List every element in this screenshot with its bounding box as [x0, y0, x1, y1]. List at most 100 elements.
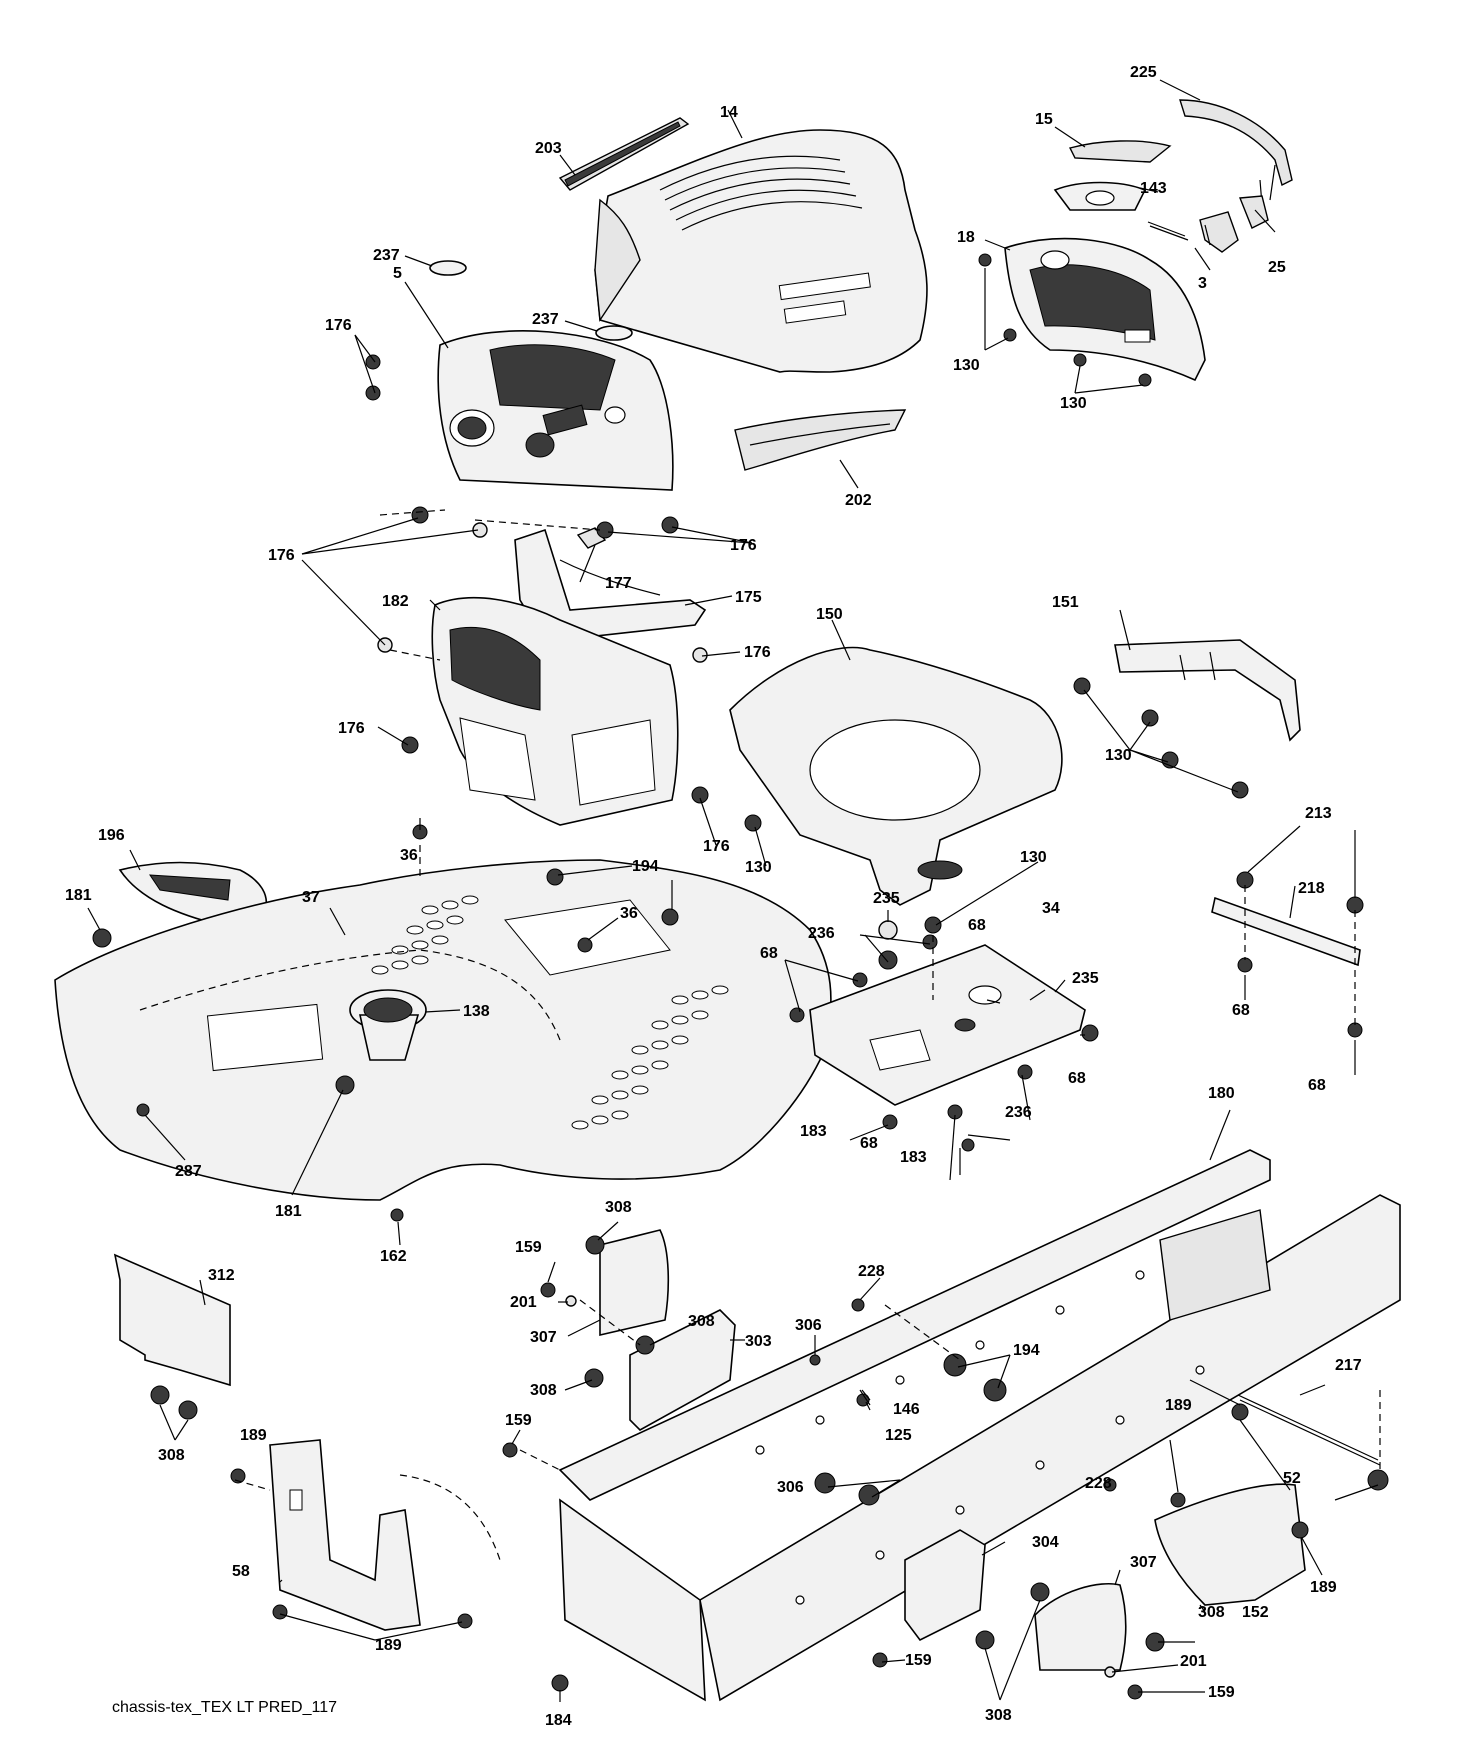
steering-boot-part [349, 989, 427, 1061]
label-225: 225 [1130, 64, 1157, 81]
label-138: 138 [463, 1003, 490, 1020]
label-58: 58 [232, 1563, 250, 1580]
label-217: 217 [1335, 1357, 1362, 1374]
label-213: 213 [1305, 805, 1332, 822]
label-180: 180 [1208, 1085, 1235, 1102]
label-236b: 236 [1005, 1104, 1032, 1121]
label-237a: 237 [373, 247, 400, 264]
label-189b: 189 [1165, 1397, 1192, 1414]
label-194b: 194 [1013, 1342, 1040, 1359]
label-176e: 176 [744, 644, 771, 661]
label-308d: 308 [158, 1447, 185, 1464]
grille-trim-part [1179, 99, 1293, 206]
bracket-307-part [599, 1229, 736, 1431]
label-218: 218 [1298, 880, 1325, 897]
label-183a: 183 [800, 1123, 827, 1140]
label-306a: 306 [795, 1317, 822, 1334]
label-308f: 308 [985, 1707, 1012, 1724]
label-203: 203 [535, 140, 562, 157]
label-34: 34 [1042, 900, 1060, 917]
main-frame-part [558, 1149, 1401, 1702]
vent-slots [371, 895, 729, 1130]
cap-237b-part [595, 325, 633, 341]
diagram-caption: chassis-tex_TEX LT PRED_117 [112, 1699, 337, 1716]
label-308b: 308 [688, 1313, 715, 1330]
lower-dash-part [431, 596, 679, 826]
dash-vent-part [734, 409, 907, 471]
spring-part [1147, 221, 1189, 241]
label-52: 52 [1283, 1470, 1301, 1487]
label-181a: 181 [65, 887, 92, 904]
label-130a: 130 [953, 357, 980, 374]
label-36b: 36 [620, 905, 638, 922]
label-68c: 68 [1232, 1002, 1250, 1019]
label-5: 5 [393, 265, 402, 282]
part-labels: 14 203 225 15 143 18 3 25 237 237 5 176 … [65, 64, 1362, 1729]
label-182: 182 [382, 593, 409, 610]
label-306b: 306 [777, 1479, 804, 1496]
rear-bracket-part [1114, 639, 1301, 742]
alignment-lines [234, 509, 1381, 1561]
label-159b: 159 [505, 1412, 532, 1429]
air-vent-part [558, 117, 690, 191]
label-184: 184 [545, 1712, 572, 1729]
label-189a: 189 [240, 1427, 267, 1444]
cap-237-part [429, 260, 467, 276]
label-159c: 159 [905, 1652, 932, 1669]
label-303: 303 [745, 1333, 772, 1350]
label-15: 15 [1035, 111, 1053, 128]
label-287: 287 [175, 1163, 202, 1180]
label-68e: 68 [1308, 1077, 1326, 1094]
label-125: 125 [885, 1427, 912, 1444]
label-201a: 201 [510, 1294, 537, 1311]
label-150: 150 [816, 606, 843, 623]
front-grille-part [1004, 237, 1206, 382]
label-312: 312 [208, 1267, 235, 1284]
label-68b: 68 [760, 945, 778, 962]
label-176c: 176 [268, 547, 295, 564]
label-25: 25 [1268, 259, 1286, 276]
rod-217-part [1237, 1394, 1381, 1466]
emblem-part [1068, 140, 1172, 163]
label-130c: 130 [1105, 747, 1132, 764]
label-130d: 130 [745, 859, 772, 876]
label-176b: 176 [730, 537, 757, 554]
label-159d: 159 [1208, 1684, 1235, 1701]
bar-218-part [1211, 896, 1361, 967]
dash-panel-part [437, 330, 674, 491]
label-130b: 130 [1060, 395, 1087, 412]
label-176a: 176 [325, 317, 352, 334]
label-37: 37 [302, 889, 320, 906]
label-228a: 228 [858, 1263, 885, 1280]
mounting-plate-part [809, 944, 1086, 1106]
label-307b: 307 [1130, 1554, 1157, 1571]
label-308a: 308 [605, 1199, 632, 1216]
label-307a: 307 [530, 1329, 557, 1346]
footrest-pan-part [54, 859, 832, 1201]
bracket-307b-part [1034, 1583, 1127, 1671]
label-236a: 236 [808, 925, 835, 942]
label-176g: 176 [703, 838, 730, 855]
label-228b: 228 [1085, 1475, 1112, 1492]
bracket-304-part [904, 1529, 986, 1642]
label-237b: 237 [532, 311, 559, 328]
label-196: 196 [98, 827, 125, 844]
label-304: 304 [1032, 1534, 1059, 1551]
label-175: 175 [735, 589, 762, 606]
label-130e: 130 [1020, 849, 1047, 866]
label-189d: 189 [375, 1637, 402, 1654]
label-159a: 159 [515, 1239, 542, 1256]
leader-lines [87, 79, 1379, 1702]
label-68a: 68 [968, 917, 986, 934]
label-68d: 68 [1068, 1070, 1086, 1087]
bracket-58-part [269, 1439, 421, 1631]
cap-part [1053, 181, 1147, 211]
label-68f: 68 [860, 1135, 878, 1152]
label-183b: 183 [900, 1149, 927, 1166]
shield-312-part [113, 1253, 231, 1387]
label-3: 3 [1198, 275, 1207, 292]
label-194a: 194 [632, 858, 659, 875]
label-36a: 36 [400, 847, 418, 864]
label-143: 143 [1140, 180, 1167, 197]
